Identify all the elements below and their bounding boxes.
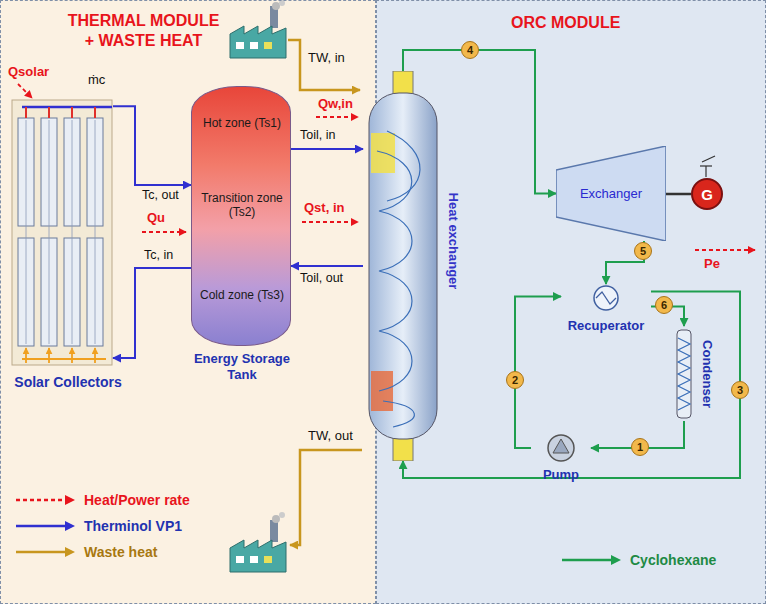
node-box: Pump [531,433,591,483]
node-text: Heat exchanger [445,193,461,290]
node-box: Cold zone (Ts3) [195,270,290,320]
node-text: ORC MODULE [511,13,620,33]
legend-sample [560,553,622,567]
legend-text: Heat/Power rate [84,492,190,508]
node-text: Energy Storage Tank [182,351,302,383]
factory-icon [230,0,286,58]
variable-label: TW, out [306,428,355,443]
solar-collector-art [12,100,112,365]
connector [113,268,191,358]
legend-text: Cyclohexane [630,552,716,568]
legend-text: Therminol VP1 [84,518,182,534]
legend-sample [14,545,76,559]
node-text: Hot zone (Ts1) [203,116,281,130]
legend-sample [14,493,76,507]
heat-rate-label: Qsolar [6,64,51,79]
heat-rate-label: Qst, in [302,200,346,215]
legend-sample [14,519,76,533]
node-box: Exchanger [556,146,666,241]
node-text: Cold zone (Ts3) [200,288,284,302]
node-box: Transition zone (Ts2) [192,177,292,233]
variable-label: ṁc [86,72,107,87]
node-box: Recuperator [561,284,651,334]
legend-row: Heat/Power rate [14,492,190,508]
callout-number: 5 [634,242,652,260]
node-box: G [691,178,723,210]
connector [291,148,363,150]
node-text: Recuperator [561,318,651,334]
callout-number: 1 [631,438,649,456]
heat-rate-label: Pe [702,256,722,271]
heat-rate-label: Qw,in [316,96,355,111]
node-text: Exchanger [580,186,642,201]
callout-number: 3 [731,381,749,399]
pump-symbol [531,433,591,463]
node-box: THERMAL MODULE + WASTE HEAT Solar Collect… [0,0,376,604]
variable-label: TW, in [306,50,347,65]
node-box: ORC MODULE Heat exchanger Exchanger G Recupe… [376,0,766,604]
connector [403,292,740,479]
callout-number: 6 [655,296,673,314]
thermal-panel-ground [0,0,376,604]
legend-row: Cyclohexane [560,552,716,568]
node-text: Solar Collectors [8,374,128,391]
node-text: Pump [531,467,591,483]
legend-text: Waste heat [84,544,157,560]
node-box: Solar Collectors [13,101,113,366]
connector [113,106,191,185]
connector [666,192,691,195]
node-text: G [701,186,713,203]
waste-heat-line [288,40,360,90]
node-text: Condenser [699,340,715,408]
edge-label: Toil, in [298,128,337,143]
generator-terminal [700,156,715,177]
legend-row: Waste heat [14,544,157,560]
condenser-coil [669,326,695,421]
heat-rate-label: Qu [145,210,167,225]
node-box: Energy Storage TankHot zone (Ts1)Transit… [191,86,291,346]
waste-heat-line [290,450,362,545]
node-box: Condenser [669,326,719,421]
node-text: THERMAL MODULE + WASTE HEAT [61,11,226,51]
node-box: Hot zone (Ts1) [197,99,287,147]
edge-label: Tc, out [140,188,181,203]
legend-row: Therminol VP1 [14,518,182,534]
edge-label: Tc, in [142,248,175,263]
recuperator-symbol [561,284,651,314]
callout-number: 4 [461,41,479,59]
node-box: Heat exchanger [363,71,463,461]
connector [291,265,363,267]
node-text: Transition zone (Ts2) [192,191,292,219]
callout-number: 2 [506,371,524,389]
factory-icon [230,512,286,572]
connector [515,297,561,449]
edge-label: Toil, out [298,271,345,286]
